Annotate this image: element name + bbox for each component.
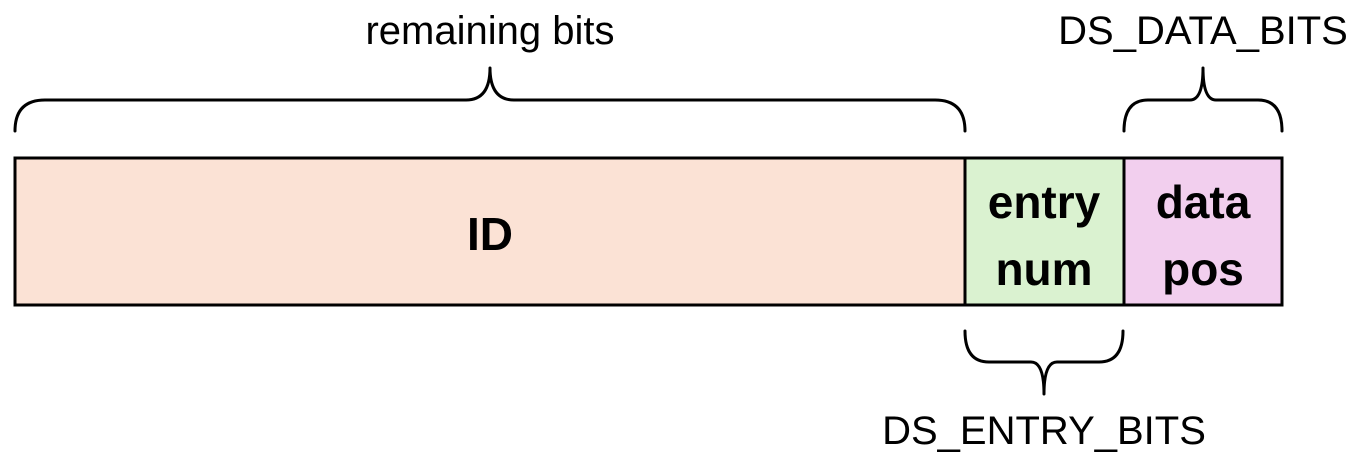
data-bits-brace-shape	[1122, 66, 1284, 133]
data-pos-field	[1122, 156, 1284, 307]
remaining-bits-brace-shape	[13, 66, 967, 133]
id-field-label: ID	[467, 208, 513, 260]
data-bits-label: DS_DATA_BITS	[1058, 9, 1348, 53]
field-row: ID entry num data pos	[13, 156, 1284, 307]
entry-num-label-line-2: num	[995, 243, 1092, 295]
entry-bits-brace: DS_ENTRY_BITS	[882, 329, 1206, 453]
remaining-bits-brace: remaining bits	[13, 9, 967, 133]
data-pos-label-line-1: data	[1156, 176, 1251, 228]
entry-bits-brace-shape	[963, 329, 1125, 396]
id-field	[13, 156, 967, 307]
remaining-bits-label: remaining bits	[365, 9, 614, 53]
entry-bits-label: DS_ENTRY_BITS	[882, 409, 1206, 453]
entry-num-field	[963, 156, 1126, 307]
entry-num-label-line-1: entry	[988, 176, 1101, 228]
data-bits-brace: DS_DATA_BITS	[1058, 9, 1348, 133]
data-pos-label-line-2: pos	[1162, 243, 1244, 295]
